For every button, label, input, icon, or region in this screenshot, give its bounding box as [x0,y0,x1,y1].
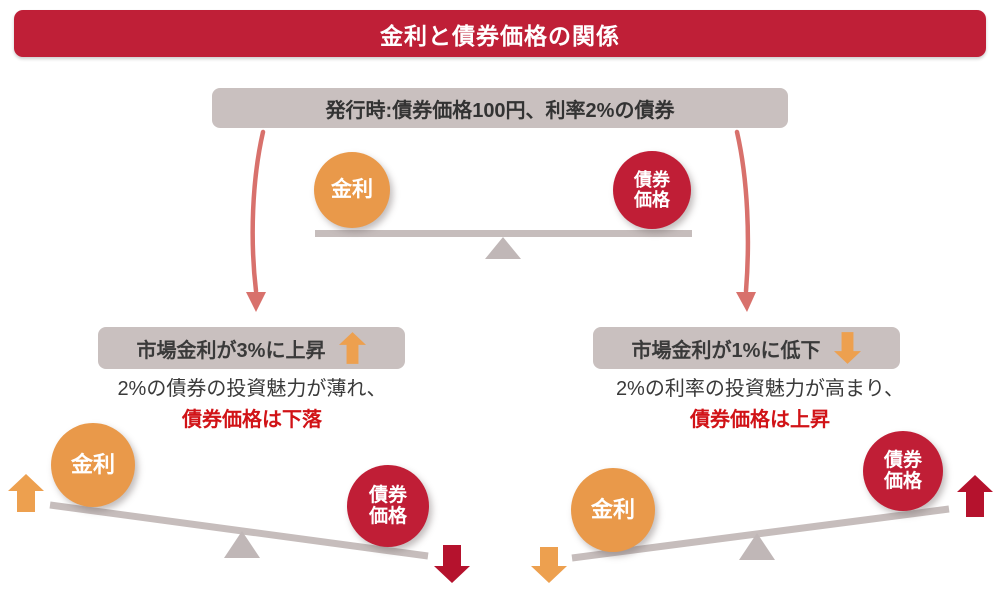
interest-down-arrow-icon [531,547,567,583]
page-title: 金利と債券価格の関係 [14,10,986,57]
bond-price-down-arrow-icon [434,545,470,583]
bottom-left-fulcrum-triangle-icon [224,531,260,558]
left-flow-arrow-icon [250,129,266,294]
bond-price-label-line1: 債券 [368,484,407,506]
scenario-left-text: 2%の債券の投資魅力が薄れ、 債券価格は下落 [62,374,442,436]
scenario-right-description: 2%の利率の投資魅力が高まり、 [615,378,905,400]
scenario-left-box: 市場金利が3%に上昇 [98,327,405,369]
bond-price-label-line2: 価格 [368,506,407,527]
scenario-left-heading: 市場金利が3%に上昇 [136,339,326,362]
right-flow-arrow-icon [734,129,751,294]
left-flow-arrowhead-icon [246,292,266,312]
scenario-right-box: 市場金利が1%に低下 [593,327,900,369]
down-arrow-icon [834,332,862,364]
right-flow-arrowhead-icon [736,292,756,312]
interest-circle-top: 金利 [314,152,390,228]
interest-label: 金利 [590,496,635,522]
top-fulcrum-triangle-icon [485,237,521,259]
scenario-right-result: 債券価格は上昇 [690,409,830,431]
interest-label: 金利 [331,178,373,202]
bond-price-label-line1: 債券 [634,169,670,190]
bottom-right-beam [571,505,950,562]
interest-up-arrow-icon [8,474,44,512]
bottom-right-fulcrum-triangle-icon [739,533,775,560]
scenario-left-description: 2%の債券の投資魅力が薄れ、 [117,378,387,400]
scenario-left-result: 債券価格は下落 [182,409,322,431]
bond-price-circle-top: 債券 価格 [613,151,691,229]
up-arrow-icon [339,332,367,364]
interest-label: 金利 [70,451,115,477]
scenario-right-text: 2%の利率の投資魅力が高まり、 債券価格は上昇 [570,374,950,436]
bond-price-label-line1: 債券 [883,449,922,471]
bottom-left-beam [49,501,429,560]
bond-price-label-line2: 価格 [634,190,670,210]
issuance-note: 発行時:債券価格100円、利率2%の債券 [212,88,788,128]
interest-circle-bottom-left: 金利 [51,423,135,507]
interest-circle-bottom-right: 金利 [571,468,655,552]
bond-price-label-line2: 価格 [883,471,922,492]
bond-price-circle-bottom-left: 債券 価格 [347,465,429,547]
scenario-right-heading: 市場金利が1%に低下 [631,339,821,362]
bond-price-circle-bottom-right: 債券 価格 [863,431,943,511]
bond-price-up-arrow-icon [957,475,993,517]
